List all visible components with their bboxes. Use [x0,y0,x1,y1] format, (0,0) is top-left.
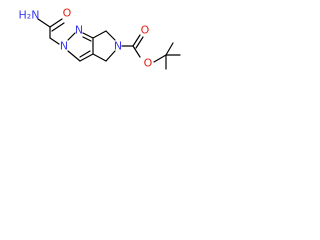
bond-cboc-o-carbonyl-1 [132,34,141,47]
structure-diagram: H₂N O N N N O O [0,0,221,93]
atom-ester-o-ether: O [144,57,153,70]
bond-ctbu-me1 [165,42,174,56]
atom-pyrazole-n1: N [75,24,83,37]
bond-n2-n1 [67,32,76,41]
bond-o-ctbu [153,54,167,63]
bond-c-o-1 [49,18,63,28]
bond-cboc-o-carbonyl-2 [135,36,144,49]
atom-amide-o: O [63,7,72,20]
bond-c3a-c3-2 [79,50,91,58]
atom-pyrrolidine-n: N [114,40,122,53]
bond-ch2-n [49,37,60,45]
bond-c3a-c3-1 [79,53,94,62]
bond-n5-c4 [105,50,116,62]
bond-n1-c6a-1 [82,32,94,39]
bond-c6a-c6 [92,30,107,39]
bond-cboc-o-ether [132,45,141,58]
atom-amide-n: H₂N [19,9,40,22]
bond-nh2-c [37,18,51,28]
bond-n1-c6a-2 [82,36,92,42]
bond-c-o-2 [51,22,65,32]
bond-c4-c3a [92,53,107,62]
bond-c6-n5 [105,30,116,41]
molecule-drawing: H₂N O N N N O O [19,7,181,70]
atom-pyrazole-n2: N [60,40,68,53]
bond-c3-n2 [67,50,81,62]
atom-ester-o-carbonyl: O [141,24,150,37]
